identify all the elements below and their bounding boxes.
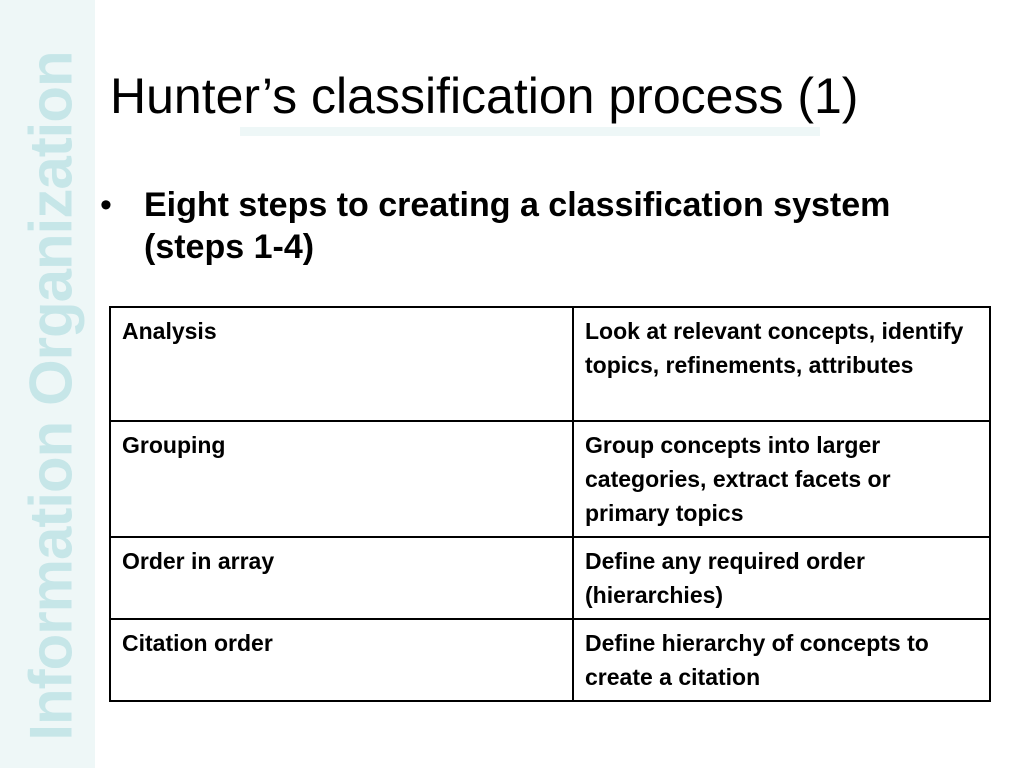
side-band: Information Organization [0, 0, 95, 768]
side-label: Information Organization [17, 51, 85, 741]
step-name-cell: Analysis [109, 306, 574, 422]
step-description-cell: Look at relevant concepts, identify topi… [572, 306, 991, 422]
step-description-cell: Define any required order (hierarchies) [572, 536, 991, 620]
title-underline [240, 127, 820, 136]
step-name-cell: Citation order [109, 618, 574, 702]
table-row: Order in array Define any required order… [109, 536, 991, 620]
step-name-cell: Order in array [109, 536, 574, 620]
bullet-text: Eight steps to creating a classification… [144, 186, 891, 266]
steps-table: Analysis Look at relevant concepts, iden… [109, 306, 991, 702]
step-name-cell: Grouping [109, 420, 574, 538]
step-description-cell: Define hierarchy of concepts to create a… [572, 618, 991, 702]
table-row: Grouping Group concepts into larger cate… [109, 420, 991, 538]
bullet-marker: • [100, 186, 112, 224]
bullet-item: • Eight steps to creating a classificati… [100, 184, 900, 268]
table-row: Citation order Define hierarchy of conce… [109, 618, 991, 702]
slide-title: Hunter’s classification process (1) [110, 68, 859, 124]
table-row: Analysis Look at relevant concepts, iden… [109, 306, 991, 422]
step-description-cell: Group concepts into larger categories, e… [572, 420, 991, 538]
